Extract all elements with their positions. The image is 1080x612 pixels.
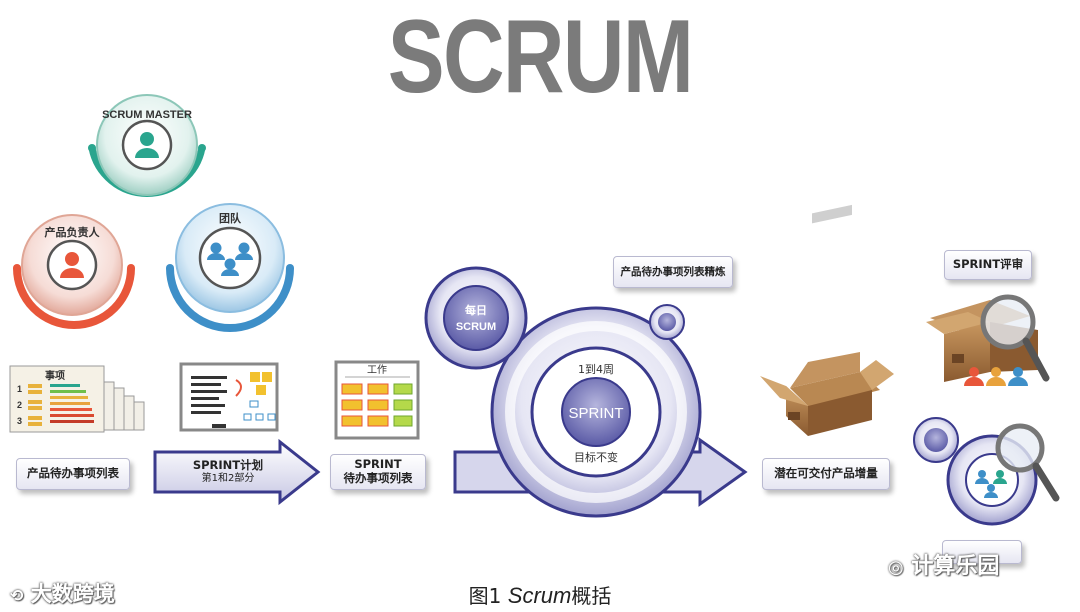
- diagram-title: SCRUM: [387, 0, 694, 115]
- sprint-backlog-board: [334, 360, 420, 440]
- watermark-right: ◎ 计算乐园: [888, 548, 999, 580]
- sprint-goal-label: 目标不变: [574, 450, 618, 464]
- sprint-planning-label: SPRINT计划 第1和2部分: [170, 456, 286, 488]
- sprint-cycle: [424, 266, 702, 518]
- sprint-backlog-label: SPRINT 待办事项列表: [330, 454, 426, 490]
- work-header: 工作: [367, 364, 387, 376]
- backlog-refinement-label: 产品待办事项列表精炼: [613, 256, 733, 288]
- review-people-icon: [964, 367, 1028, 386]
- team-badge: [166, 203, 294, 332]
- sprint-center-label: SPRINT: [568, 405, 623, 422]
- backlog-row-number: 3: [17, 416, 22, 426]
- product-owner-label: 产品负责人: [45, 225, 101, 239]
- caption-prefix: 图1: [468, 584, 508, 608]
- backlog-refinement-text: 产品待办事项列表精炼: [620, 265, 726, 278]
- daily-scrum-label: 每日: [465, 303, 487, 317]
- product-backlog-label: 产品待办事项列表: [16, 458, 130, 490]
- magnifier-icon: [980, 294, 1050, 382]
- watermark-logo-icon: ⟲: [10, 586, 24, 605]
- sprint-planning-subtitle: 第1和2部分: [201, 472, 255, 484]
- watermark-right-text: 计算乐园: [911, 554, 1000, 579]
- wechat-icon: ◎: [888, 557, 904, 578]
- sprint-review-label: SPRINT评审: [944, 250, 1032, 280]
- product-backlog-label-text: 产品待办事项列表: [27, 466, 119, 481]
- increment-box: [760, 204, 894, 436]
- backlog-row-number: 2: [17, 400, 22, 410]
- figure-caption: 图1 Scrum概括: [0, 580, 1080, 609]
- retrospective-cycle: [913, 417, 1060, 526]
- sprint-backlog-title: SPRINT: [354, 457, 402, 472]
- product-backlog-cards: [9, 365, 145, 433]
- planning-board: [179, 362, 279, 432]
- increment-label-text: 潜在可交付产品增量: [774, 466, 878, 481]
- flow-arrow-1: [153, 438, 321, 506]
- sprint-review-text: SPRINT评审: [952, 257, 1024, 272]
- product-owner-badge: [13, 214, 135, 329]
- sprint-planning-title: SPRINT计划: [192, 458, 264, 473]
- team-label: 团队: [219, 211, 242, 225]
- scrum-master-label: SCRUM MASTER: [102, 109, 192, 121]
- retrospective-label-box: [942, 540, 1022, 564]
- backlog-header: 事项: [45, 369, 65, 382]
- daily-scrum-label-2: SCRUM: [456, 321, 496, 333]
- scrum-master-badge: [88, 94, 206, 197]
- caption-italic: Scrum: [507, 583, 572, 608]
- sprint-backlog-subtitle: 待办事项列表: [343, 471, 413, 485]
- watermark-left-text: 大数跨境: [30, 582, 115, 606]
- watermark-left: ⟲ 大数跨境: [10, 578, 115, 608]
- backlog-row-number: 1: [17, 384, 22, 394]
- increment-label: 潜在可交付产品增量: [762, 458, 890, 490]
- caption-suffix: 概括: [571, 584, 612, 608]
- sprint-duration-label: 1到4周: [578, 363, 614, 376]
